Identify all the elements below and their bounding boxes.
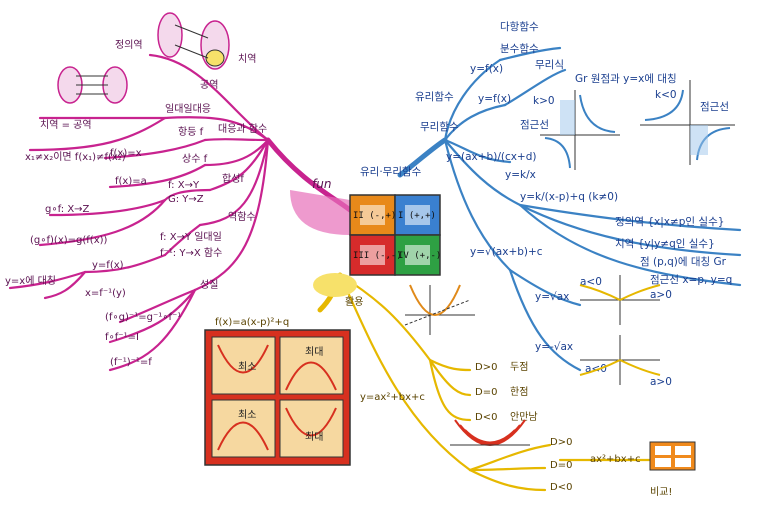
root-pos-label: y=√ax — [535, 291, 569, 303]
ineq-dzero-label: D=0 — [550, 460, 572, 471]
d-zero-result: 한점 — [510, 386, 528, 398]
grid-label-1: 최소 — [238, 361, 256, 373]
injective-label: x₁≠x₂이면 f(x₁)≠f(x₂) — [25, 151, 126, 163]
quadrant-label-III: III (-,-) — [353, 251, 402, 261]
composite-f-label: f: X→Y — [168, 180, 200, 191]
range-label: 공역 — [200, 79, 218, 91]
root-form-label: y=√(ax+b)+c — [470, 246, 543, 258]
left-branch-labels: 대응과 함수 정의역 치역 공역 일대일대응 치역 = 공역 x₁≠x₂이면 f… — [5, 39, 267, 368]
k-pos-label: k>0 — [533, 95, 555, 107]
shift-sym-label: 점 (p,q)에 대칭 Gr — [640, 256, 727, 268]
bottom-branch-lines — [317, 272, 652, 492]
grid-label-3: 최소 — [238, 409, 256, 421]
irrational-label: 무리함수 — [420, 121, 459, 133]
shift-domain-label: 정의역 {x|x≠p인 실수} — [615, 216, 724, 228]
mapping-diagram-top — [157, 12, 230, 70]
composite-label: 합성f — [222, 173, 244, 185]
x-finv-label: x=f⁻¹(y) — [85, 288, 126, 299]
constant-label: 상수 f — [182, 153, 208, 165]
parabola-sketch-nested — [450, 419, 530, 446]
parabola-sketch-top — [404, 284, 475, 335]
mapping-diagram-one-to-one — [57, 66, 128, 104]
prop2-label: f∘f⁻¹=I — [105, 332, 139, 343]
d-neg-result: 안만남 — [510, 411, 538, 423]
gof-eq-label: (g∘f)(x)=g(f(x)) — [30, 235, 108, 246]
identity-eq-label: f(x)=x — [110, 148, 142, 159]
inverse-finv-label: f⁻¹: Y→X 함수 — [160, 247, 222, 259]
graph-k-positive — [540, 90, 620, 170]
form1-label: y=(ax+b)/(cx+d) — [446, 151, 537, 163]
left-branch-lines — [8, 53, 353, 372]
prop3-label: (f⁻¹)⁻¹=f — [110, 357, 152, 368]
rational-label: 유리함수 — [415, 91, 454, 103]
center-title: fun — [312, 177, 331, 191]
sym-note-label: Gr 원점과 y=x에 대칭 — [575, 73, 677, 85]
quadrant-label-IV: IV (+,-) — [398, 251, 441, 261]
range-eq-label: 치역 = 공역 — [40, 119, 92, 131]
a-neg-top-label: a<0 — [580, 276, 602, 288]
quadrant-label-II: II (-,+) — [353, 211, 396, 221]
sign-table — [649, 441, 696, 471]
shift-range-label: 치역 {y|y≠q인 실수} — [615, 238, 715, 250]
vertex-form-label: f(x)=a(x-p)²+q — [215, 317, 289, 328]
d-pos-result: 두점 — [510, 361, 528, 373]
left-fan-shading — [290, 190, 350, 235]
prop1-label: (f∘g)⁻¹=g⁻¹∘f⁻¹ — [105, 312, 181, 323]
codomain-label: 치역 — [238, 53, 256, 65]
quad-form-label: y=ax²+bx+c — [360, 392, 425, 403]
property-label: 성질 — [200, 279, 218, 291]
apply-yellow-blob — [313, 273, 357, 297]
rational-poly-label: 다항함수 — [500, 21, 539, 33]
rational-int-label: y=f(x) — [470, 63, 503, 75]
right-branch-labels: 유리·무리함수 유리함수 y=f(x) 다항함수 분수함수 무리함수 y=f(x… — [360, 21, 732, 388]
shift-form-label: y=k/(x-p)+q (k≠0) — [520, 191, 618, 203]
grid-label-2: 최대 — [305, 346, 323, 358]
k-neg-label: k<0 — [655, 89, 677, 101]
graph-root-negative — [579, 335, 661, 385]
a-pos-bottom-label: a>0 — [650, 376, 672, 388]
irrational-name-label: 무리식 — [535, 59, 564, 71]
compare-label: 비교! — [650, 486, 672, 498]
root-neg-label: y=-√ax — [535, 341, 573, 353]
grid-label-4: 최대 — [305, 431, 323, 443]
constant-eq-label: f(x)=a — [115, 176, 147, 187]
quadrant-III — [349, 234, 396, 276]
gof-map-label: g∘f: X→Z — [45, 204, 90, 215]
asymptote-left-label: 점근선 — [520, 119, 549, 131]
inverse-label: 역함수 — [228, 211, 256, 223]
graph-k-negative — [640, 80, 735, 165]
ineq-dneg-label: D<0 — [550, 482, 572, 493]
composite-g-label: G: Y→Z — [168, 194, 204, 205]
left-main-label: 대응과 함수 — [218, 123, 267, 135]
a-pos-top-label: a>0 — [650, 289, 672, 301]
rational-frac-label: 분수함수 — [500, 43, 539, 55]
quadrant-label-I: I (+,+) — [398, 211, 436, 221]
graph-root-positive — [579, 275, 661, 325]
d-zero-label: D=0 — [475, 387, 497, 398]
form2-label: y=k/x — [505, 169, 536, 181]
one-to-one-label: 일대일대응 — [165, 103, 211, 115]
right-main-label: 유리·무리함수 — [360, 166, 422, 178]
inverse-f-label: f: X→Y 일대일 — [160, 231, 222, 243]
apply-label: 활용 — [345, 295, 363, 308]
bottom-branch-labels: 활용 f(x)=a(x-p)²+q y=ax²+bx+c D>0 두점 D=0 … — [215, 295, 672, 498]
center-quadrant-grid: II (-,+) I (+,+) III (-,-) IV (+,-) — [349, 194, 441, 276]
asymptote-right-label: 점근선 — [700, 101, 729, 113]
vertex-form-panel: 최소 최대 최소 최대 — [204, 329, 351, 466]
right-branch-lines — [397, 46, 742, 372]
ineq-form-label: ax²+bx+c — [590, 454, 641, 465]
irrational-eq-label: y=f(x) — [478, 93, 511, 105]
d-neg-label: D<0 — [475, 412, 497, 423]
yx-sym-label: y=x에 대칭 — [5, 275, 56, 287]
identity-label: 항등 f — [178, 126, 204, 138]
ineq-dpos-label: D>0 — [550, 437, 572, 448]
shift-asym-label: 점근선 x=p, y=q — [650, 274, 732, 286]
y-fx-label: y=f(x) — [92, 260, 124, 271]
d-pos-label: D>0 — [475, 362, 497, 373]
domain-label: 정의역 — [115, 39, 143, 51]
